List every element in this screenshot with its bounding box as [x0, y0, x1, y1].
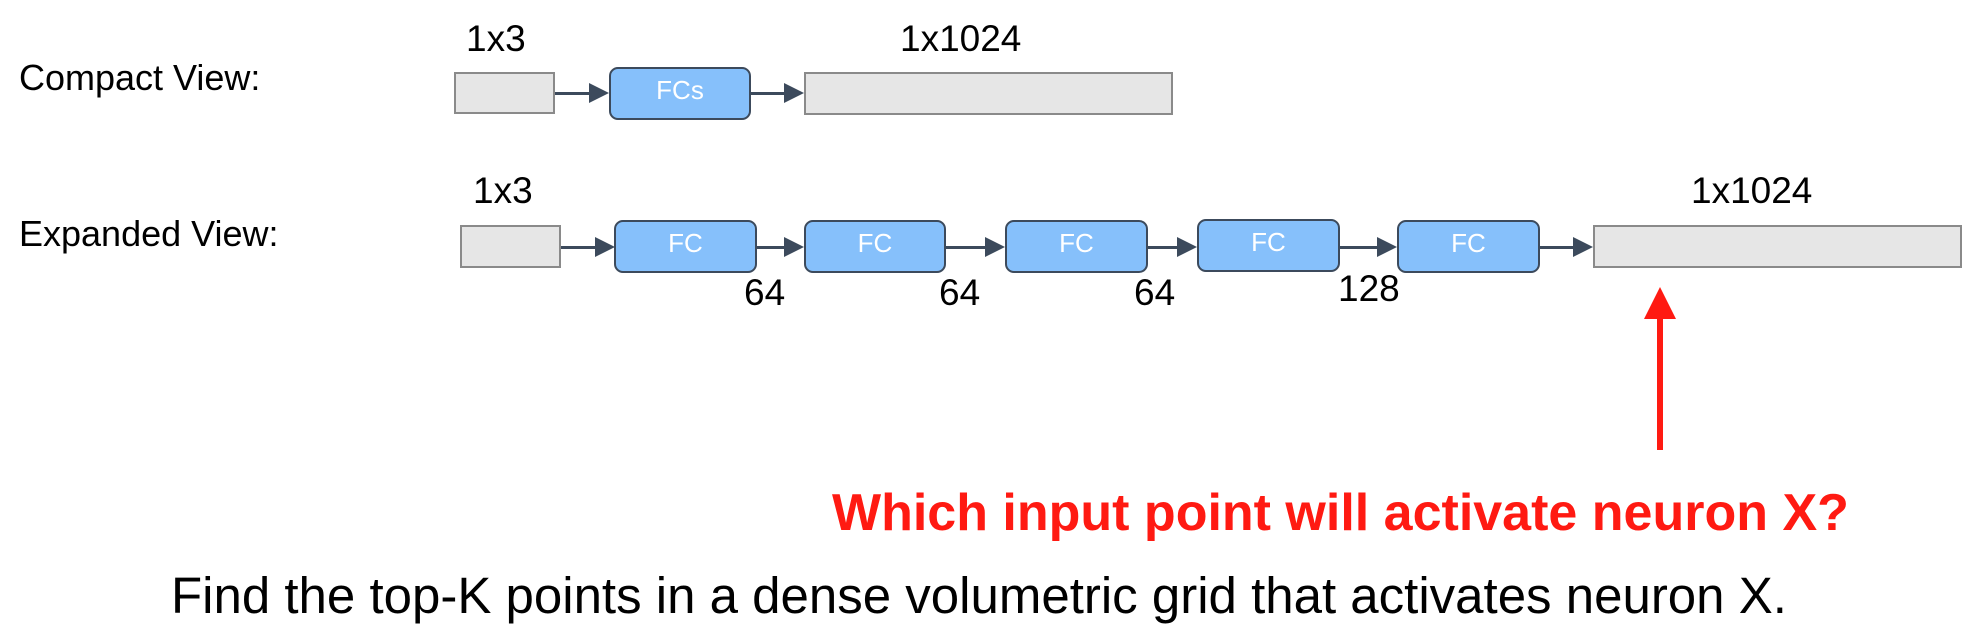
compact-arrow-1: [555, 83, 609, 103]
fc-layer-1-size: 64: [744, 272, 786, 313]
compact-view-label: Compact View:: [19, 57, 261, 98]
expanded-arrow-5: [1340, 237, 1397, 257]
compact-output-box: [804, 72, 1173, 115]
fc-layer-2-label: FC: [857, 228, 893, 258]
fc-layer-5: FC: [1397, 220, 1540, 273]
fc-layer-3-size: 64: [1134, 272, 1176, 313]
fc-layer-4-label: FC: [1251, 227, 1286, 257]
compact-fcs-label: FCs: [656, 75, 704, 105]
expanded-arrow-1: [561, 237, 615, 257]
compact-arrow-2: [751, 83, 804, 103]
expanded-arrow-3: [946, 237, 1005, 257]
fc-layer-4: FC: [1197, 219, 1340, 272]
compact-fcs-block: FCs: [609, 67, 751, 120]
fc-layer-3: FC: [1005, 220, 1148, 273]
question-text: Which input point will activate neuron X…: [832, 484, 1849, 542]
fc-layer-3-label: FC: [1059, 228, 1094, 258]
fc-layer-5-label: FC: [1451, 228, 1486, 258]
fc-layer-4-size: 128: [1338, 268, 1400, 309]
expanded-arrow-4: [1148, 237, 1197, 257]
expanded-view-label: Expanded View:: [19, 213, 279, 254]
compact-input-box: [454, 72, 555, 114]
neuron-pointer-arrowhead: [1644, 287, 1676, 319]
fc-layer-1-label: FC: [668, 228, 703, 258]
fc-layer-1: FC: [614, 220, 757, 273]
compact-output-dim: 1x1024: [900, 18, 1022, 59]
fc-layer-2: FC: [804, 220, 946, 273]
neuron-pointer-arrow: [1657, 318, 1663, 450]
expanded-output-dim: 1x1024: [1691, 170, 1813, 211]
fc-layer-2-size: 64: [939, 272, 981, 313]
caption-text: Find the top-K points in a dense volumet…: [171, 567, 1787, 624]
expanded-output-box: [1593, 225, 1962, 268]
expanded-input-dim: 1x3: [473, 170, 533, 211]
compact-input-dim: 1x3: [466, 18, 526, 59]
expanded-arrow-6: [1540, 237, 1593, 257]
expanded-arrow-2: [757, 237, 804, 257]
expanded-input-box: [460, 225, 561, 268]
